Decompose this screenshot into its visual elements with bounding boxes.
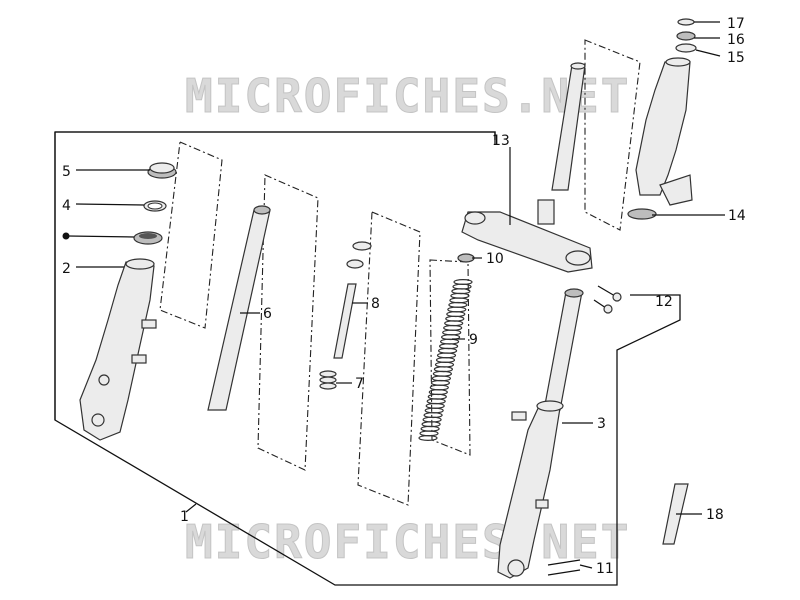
right-fork-leg-part bbox=[497, 288, 584, 579]
band-part bbox=[662, 483, 689, 545]
dust-seal-part bbox=[147, 162, 177, 179]
small-spring-part bbox=[319, 370, 337, 390]
callout-13: 13 bbox=[492, 133, 510, 149]
oil-seal-part bbox=[133, 231, 163, 245]
callout-17: 17 bbox=[727, 16, 745, 32]
callout-15: 15 bbox=[727, 50, 745, 66]
group-box-steering bbox=[584, 39, 641, 231]
callout-18: 18 bbox=[706, 507, 724, 523]
top-nut-stack-part bbox=[675, 18, 697, 53]
washer-part bbox=[457, 253, 475, 263]
fork-spring-part bbox=[418, 279, 473, 442]
group-box-seals bbox=[159, 141, 223, 329]
callout-6: 6 bbox=[263, 306, 272, 322]
axle-bolts-part bbox=[547, 559, 581, 576]
fork-tube-part bbox=[207, 205, 271, 411]
callout-11: 11 bbox=[596, 561, 614, 577]
group-box-spring bbox=[429, 259, 471, 456]
damper-rod-part bbox=[333, 241, 372, 359]
callout-3: 3 bbox=[597, 416, 606, 432]
spring-coil bbox=[418, 435, 438, 442]
callout-7: 7 bbox=[355, 376, 364, 392]
callout-10: 10 bbox=[486, 251, 504, 267]
clamp-bolts-part bbox=[593, 285, 622, 314]
group-box-tube bbox=[257, 174, 319, 471]
callout-5: 5 bbox=[62, 164, 71, 180]
callout-2: 2 bbox=[62, 261, 71, 277]
watermark-bottom: MICROFICHES.NET bbox=[185, 515, 630, 569]
callout-16: 16 bbox=[727, 32, 745, 48]
callout-9: 9 bbox=[469, 332, 478, 348]
bearing-part bbox=[627, 208, 657, 220]
leader-lines bbox=[62, 21, 725, 569]
callout-8: 8 bbox=[371, 296, 380, 312]
retaining-ring-part bbox=[143, 200, 167, 212]
watermark-top: MICROFICHES.NET bbox=[185, 69, 630, 123]
group-box-damper bbox=[357, 211, 421, 506]
steering-column-part bbox=[635, 57, 693, 206]
assembly-outline-path bbox=[54, 131, 681, 586]
callout-4: 4 bbox=[62, 198, 71, 214]
callout-12: 12 bbox=[655, 294, 673, 310]
left-fork-leg-part bbox=[79, 258, 157, 441]
steering-stem-part bbox=[461, 62, 593, 273]
callout-1: 1 bbox=[180, 509, 189, 525]
callout-14: 14 bbox=[728, 208, 746, 224]
